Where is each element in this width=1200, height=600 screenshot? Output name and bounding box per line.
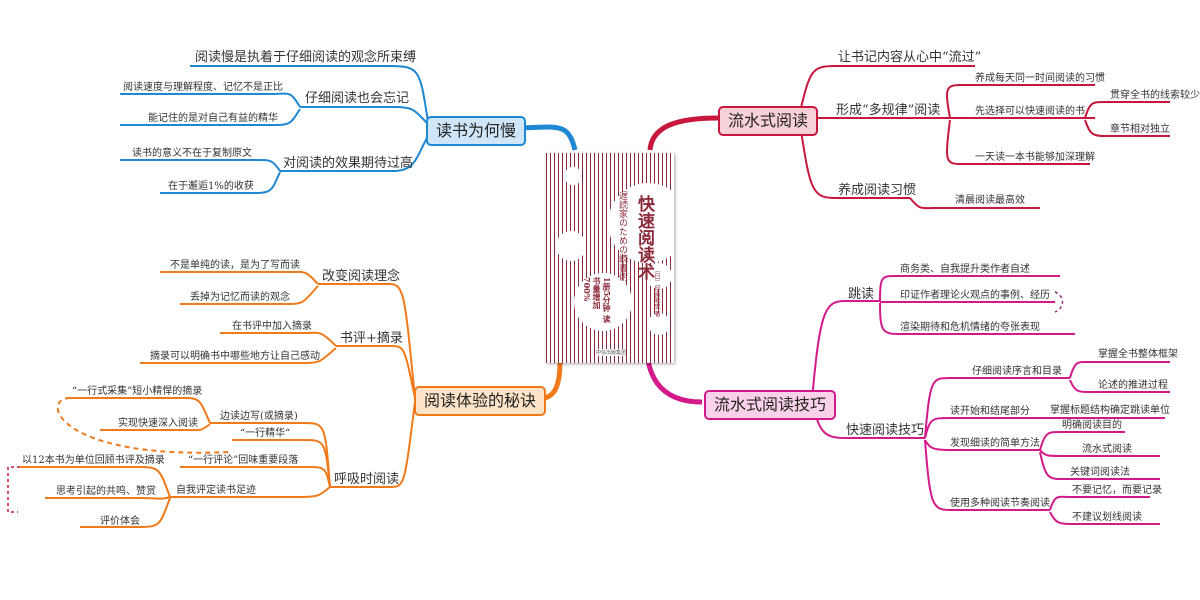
dash-arrow-left (7, 466, 20, 513)
exp-item-3: 呼吸时阅读 (334, 472, 400, 487)
trunk-why (514, 124, 578, 151)
tech-sub-1-child-2: 论述的推进过程 (1098, 380, 1168, 391)
tech-sub-3-child-3: 关键词阅读法 (1070, 467, 1130, 478)
why-item-1: 阅读慢是执着于仔细阅读的观念所束缚 (195, 50, 417, 65)
flow-item-2: 形成“多规律”阅读 (836, 103, 941, 118)
why-item-3-child-2: 在于邂逅1%的收获 (168, 181, 254, 192)
tech-item-1-child-3: 渲染期待和危机情绪的夸张表现 (900, 322, 1040, 333)
exp-item-1-child-2: 丢掉为记忆而读的观念 (190, 292, 290, 303)
flow-item-1: 让书记内容从心中“流过” (838, 50, 982, 65)
why-item-3: 对阅读的效果期待过高 (283, 156, 414, 171)
exp-sub-1: 边读边写(或摘录) (220, 411, 298, 422)
tech-sub-4-child-1: 不要记忆，而要记录 (1072, 485, 1162, 496)
branch-experience: 阅读体验的秘诀 (414, 386, 547, 416)
flow-sub-2-child-1: 贯穿全书的线索较少 (1110, 90, 1200, 101)
flow-sub-2: 先选择可以快速阅读的书 (975, 106, 1085, 117)
book-cover: 快速阅读术 遅読家のための読書術 1册5分钟 读书量增加700% 〔日〕印南敦史… (546, 153, 674, 363)
why-item-2: 仔细阅读也会忘记 (305, 91, 410, 106)
exp-sub-4-child-1: 以12本书为单位回顾书评及摘录 (22, 455, 165, 466)
tech-sub-4-child-2: 不建议划线阅读 (1072, 512, 1142, 523)
exp-sub-4-child-3: 评价体会 (100, 516, 140, 527)
tech-item-1-child-2: 印证作者理论火观点的事例、经历 (900, 290, 1050, 301)
tech-item-1: 跳读 (848, 287, 875, 302)
book-author: 〔日〕印南敦史 著 (653, 267, 660, 317)
flow-item-3: 养成阅读习惯 (838, 183, 917, 198)
book-title: 快速阅读术 (634, 195, 654, 280)
tech-sub-2-child-1: 掌握标题结构确定跳读单位 (1050, 405, 1170, 416)
tech-item-2: 快速阅读技巧 (846, 423, 925, 438)
book-sales: 1册5分钟 读书量增加700% (582, 277, 612, 323)
exp-item-2: 书评+摘录 (340, 331, 403, 346)
dash-arrow-right (1054, 291, 1064, 313)
tech-item-1-child-1: 商务类、自我提升类作者自述 (900, 264, 1030, 275)
exp-sub-4: 自我评定读书足迹 (176, 485, 256, 496)
lines-why (120, 65, 429, 194)
exp-item-2-child-2: 摘录可以明确书中哪些地方让自己感动 (150, 351, 320, 362)
book-subtitle: 遅読家のための読書術 (617, 191, 627, 281)
why-item-3-child-1: 读书的意义不在于复制原文 (132, 148, 252, 159)
lines-technique (811, 274, 1170, 525)
exp-item-1: 改变阅读理念 (322, 269, 401, 284)
exp-sub-4-child-2: 思考引起的共鸣、赞赏 (56, 486, 156, 497)
exp-item-2-child-1: 在书评中加入摘录 (232, 321, 312, 332)
branch-flow: 流水式阅读 (718, 106, 819, 136)
exp-sub-1-child-1: “一行式采集”短小精悍的摘录 (72, 386, 203, 397)
why-item-2-child-2: 能记住的是对自己有益的精华 (148, 113, 278, 124)
cover-circle-title (608, 183, 674, 263)
exp-sub-2: “一行精华“ (240, 428, 291, 439)
lines-flow (799, 65, 1170, 210)
exp-sub-1-child-2: 实现快速深入阅读 (118, 418, 198, 429)
trunk-flow (647, 115, 719, 151)
flow-sub-2-child-2: 章节相对独立 (1110, 124, 1170, 135)
exp-sub-3: “一行评论”回味重要段落 (188, 455, 299, 466)
trunk-technique (645, 359, 703, 405)
branch-technique: 流水式阅读技巧 (704, 390, 837, 420)
branch-why: 读书为何慢 (426, 116, 527, 146)
flow-item-3-child-1: 清晨阅读最高效 (955, 195, 1025, 206)
tech-sub-3: 发现细读的简单方法 (950, 438, 1040, 449)
tech-sub-2: 读开始和结尾部分 (950, 406, 1030, 417)
tech-sub-3-child-1: 明确阅读目的 (1062, 420, 1122, 431)
why-item-2-child-1: 阅读速度与理解程度、记忆不是正比 (123, 82, 283, 93)
exp-item-1-child-1: 不是单纯的读，是为了写而读 (170, 260, 300, 271)
tech-sub-1-child-1: 掌握全书整体框架 (1098, 349, 1178, 360)
book-publisher: 中信出版集团 (596, 349, 627, 356)
flow-sub-1: 养成每天同一时间阅读的习惯 (975, 73, 1105, 84)
flow-sub-3: 一天读一本书能够加深理解 (975, 152, 1095, 163)
tech-sub-3-child-2: 流水式阅读 (1082, 444, 1132, 455)
lines-experience (20, 270, 416, 528)
tech-sub-4: 使用多种阅读节奏阅读 (950, 498, 1050, 509)
tech-sub-1: 仔细阅读序言和目录 (972, 366, 1062, 377)
